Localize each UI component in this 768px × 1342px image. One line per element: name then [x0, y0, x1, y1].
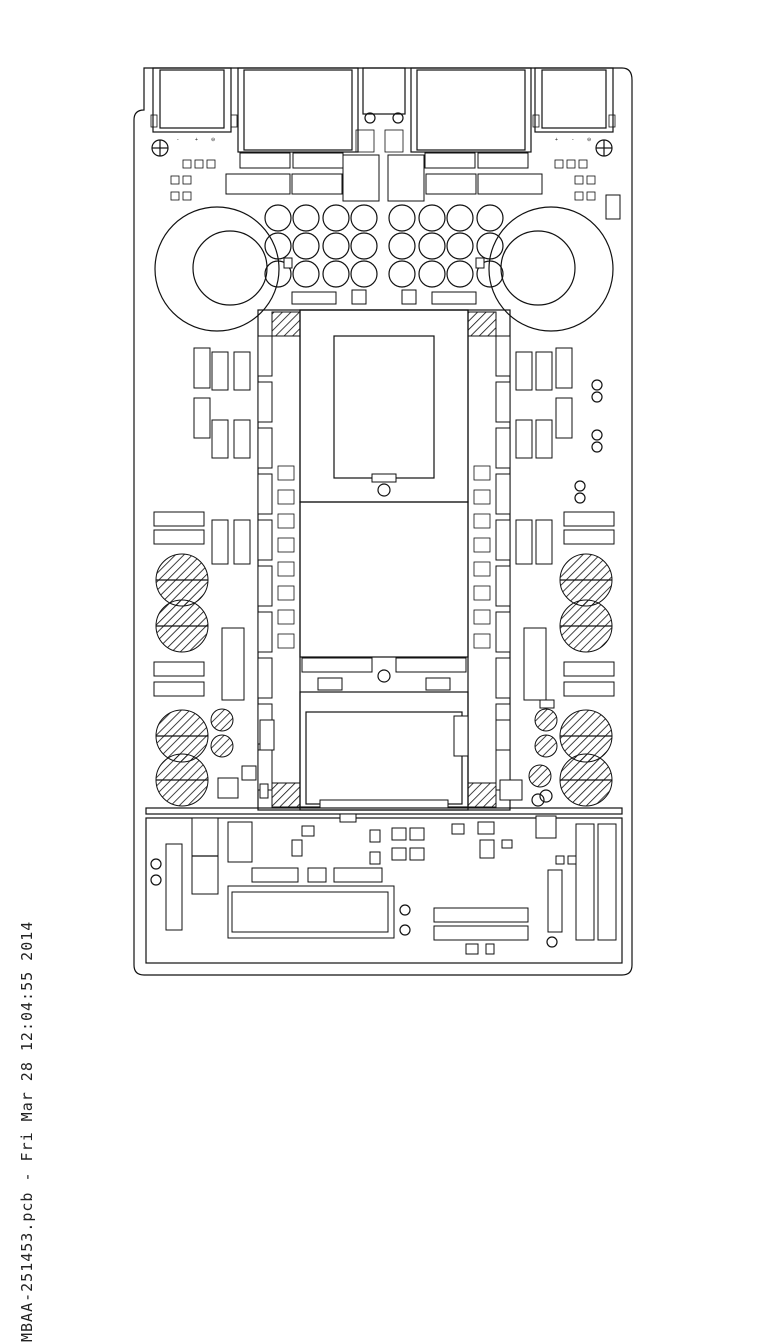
terminal-sign-right-1: +: [555, 137, 558, 143]
right-small-component: [473, 609, 491, 625]
small-capacitor: [264, 232, 292, 260]
block-resistors: [153, 347, 615, 701]
left-small-component: [277, 633, 295, 649]
small-capacitor: [322, 260, 350, 288]
small-capacitor: [292, 204, 320, 232]
small-capacitor: [446, 232, 474, 260]
right-small-component: [473, 537, 491, 553]
small-electrolytic-capacitor: [534, 734, 558, 758]
board-outline: [133, 67, 633, 976]
small-capacitor: [350, 204, 378, 232]
small-capacitor: [264, 260, 292, 288]
left-small-component: [277, 585, 295, 601]
misc-small-parts: [217, 257, 555, 807]
upper-small-parts: [170, 159, 596, 201]
top-connectors: [150, 67, 616, 153]
right-small-component: [473, 465, 491, 481]
control-section: [150, 813, 617, 955]
small-capacitor: [388, 260, 416, 288]
small-capacitor: [418, 232, 446, 260]
right-small-component: [473, 585, 491, 601]
right-small-component: [473, 561, 491, 577]
small-capacitor: [476, 232, 504, 260]
pcb-layout-drawing: - + ⊖ + - ⊖: [133, 67, 633, 976]
small-capacitor: [476, 260, 504, 288]
left-small-component: [277, 537, 295, 553]
left-small-component: [277, 489, 295, 505]
mounting-holes: [151, 139, 613, 157]
small-capacitor: [292, 232, 320, 260]
terminal-sign-right-2: -: [572, 137, 574, 143]
left-strip-component: [257, 427, 273, 469]
left-small-component: [277, 513, 295, 529]
small-capacitor: [388, 232, 416, 260]
terminal-sign-left-1: -: [177, 137, 179, 143]
small-capacitor: [446, 260, 474, 288]
small-capacitor: [418, 260, 446, 288]
terminal-sign-left-2: +: [195, 137, 198, 143]
small-capacitor: [476, 204, 504, 232]
small-capacitor: [350, 260, 378, 288]
right-strip-component: [495, 427, 511, 469]
small-capacitor: [264, 204, 292, 232]
central-module: [257, 309, 511, 811]
right-strip-component: [495, 519, 511, 561]
left-strip-component: [257, 473, 273, 515]
small-electrolytic-capacitor: [534, 708, 558, 732]
section-divider: [145, 807, 623, 964]
left-small-component: [277, 561, 295, 577]
left-strip-component: [257, 335, 273, 377]
small-capacitor-grid: [264, 204, 504, 288]
small-electrolytic-capacitor: [210, 708, 234, 732]
right-strip-component: [495, 611, 511, 653]
left-strip-component: [257, 657, 273, 699]
small-electrolytic-capacitor: [210, 734, 234, 758]
right-strip-component: [495, 381, 511, 423]
left-strip-component: [257, 381, 273, 423]
right-small-component: [473, 489, 491, 505]
electrolytic-capacitors: [155, 553, 613, 807]
right-small-component: [473, 513, 491, 529]
right-strip-component: [495, 657, 511, 699]
small-capacitor: [388, 204, 416, 232]
small-capacitor: [292, 260, 320, 288]
left-small-component: [277, 465, 295, 481]
left-strip-component: [257, 565, 273, 607]
toroid-inductors: [154, 206, 614, 332]
terminal-sign-left-3: ⊖: [211, 137, 215, 143]
right-strip-component: [495, 473, 511, 515]
small-capacitor: [418, 204, 446, 232]
small-electrolytic-capacitor: [528, 764, 552, 788]
small-capacitor: [350, 232, 378, 260]
right-small-component: [473, 633, 491, 649]
terminal-sign-right-3: ⊖: [587, 137, 591, 143]
upper-resistors: [225, 152, 621, 220]
small-capacitor: [446, 204, 474, 232]
left-strip-component: [257, 611, 273, 653]
small-capacitor: [322, 232, 350, 260]
right-strip-component: [495, 565, 511, 607]
left-small-component: [277, 609, 295, 625]
small-capacitor: [322, 204, 350, 232]
left-strip-component: [257, 519, 273, 561]
right-strip-component: [495, 335, 511, 377]
side-strips: [257, 335, 511, 791]
ring-pads: [574, 379, 603, 504]
